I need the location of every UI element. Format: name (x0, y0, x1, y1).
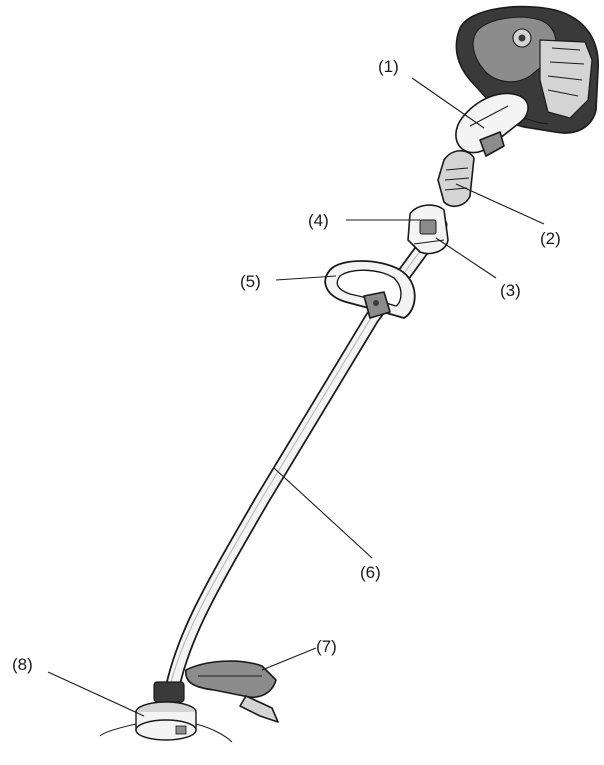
leader-2 (455, 183, 545, 225)
callout-4: (4) (308, 211, 329, 230)
leader-7 (261, 647, 317, 671)
callout-labels: (1) (2) (3) (4) (5) (6) (7) (8) (12, 57, 561, 674)
leader-3 (435, 237, 497, 279)
leader-6 (273, 467, 373, 559)
leader-1 (411, 77, 485, 129)
switch-housing (407, 204, 449, 255)
callout-3: (3) (500, 281, 521, 300)
leader-lines (47, 77, 545, 717)
throttle-grip (437, 149, 475, 208)
callout-1: (1) (378, 57, 399, 76)
rear-handle (455, 92, 529, 157)
shaft (162, 217, 448, 708)
callout-6: (6) (360, 563, 381, 582)
leader-8 (47, 671, 145, 717)
cutting-head (99, 681, 233, 743)
debris-guard (185, 660, 279, 723)
callout-7: (7) (316, 637, 337, 656)
leader-5 (275, 275, 337, 281)
callout-5: (5) (240, 272, 261, 291)
callout-8: (8) (12, 655, 33, 674)
front-loop-handle (324, 260, 416, 319)
callout-2: (2) (540, 229, 561, 248)
